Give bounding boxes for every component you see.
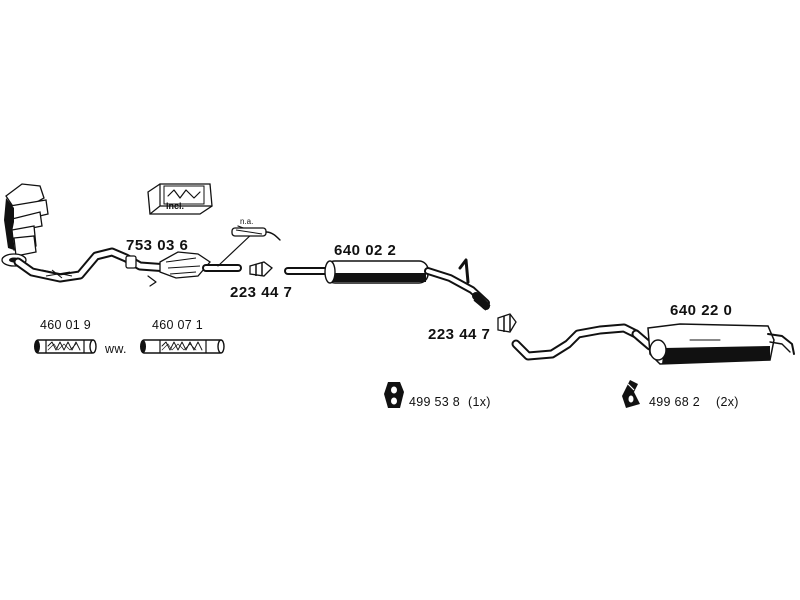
clamp-1 [249, 261, 273, 277]
part-number-mount-1: 499 53 8 [409, 395, 461, 409]
flex-pipe-1 [34, 339, 97, 354]
part-number-clamp-2: 223 44 7 [428, 326, 491, 343]
quantity-mount-1: (1x) [468, 395, 491, 409]
lambda-sensor [217, 225, 281, 267]
alternative-note: ww. [105, 342, 127, 356]
mounting-kit-box [147, 183, 213, 215]
part-number-front-pipe: 753 03 6 [126, 237, 189, 254]
part-number-clamp-1: 223 44 7 [230, 284, 293, 301]
not-available-note: n.a. [240, 217, 254, 226]
rear-silencer [511, 323, 795, 365]
part-number-flex-pipe-2: 460 07 1 [152, 318, 204, 332]
exhaust-manifold [1, 183, 49, 267]
part-number-rear-silencer: 640 22 0 [670, 302, 733, 319]
flex-pipe-2 [140, 339, 225, 354]
middle-silencer [284, 258, 491, 311]
rubber-mount-2 [622, 380, 640, 408]
part-number-middle-silencer: 640 02 2 [334, 242, 397, 259]
kit-included-note: incl. [166, 201, 185, 211]
rubber-mount-1 [384, 382, 404, 408]
quantity-mount-2: (2x) [716, 395, 739, 409]
part-number-flex-pipe-1: 460 01 9 [40, 318, 92, 332]
clamp-2 [497, 313, 517, 333]
front-pipe-catalyst [13, 247, 242, 287]
part-number-mount-2: 499 68 2 [649, 395, 701, 409]
